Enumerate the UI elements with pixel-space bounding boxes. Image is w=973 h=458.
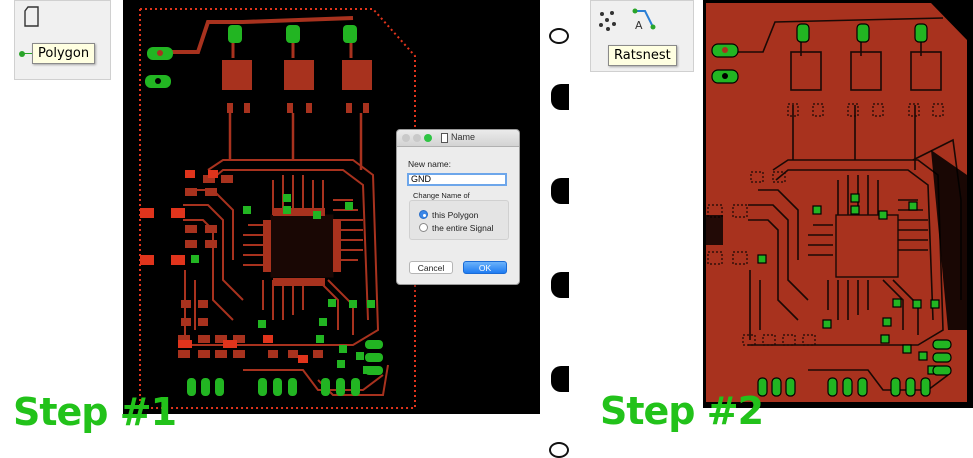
step-1-label: Step #1 xyxy=(13,390,177,434)
radio-this-polygon[interactable] xyxy=(419,210,428,219)
option-entire-signal-label: the entire Signal xyxy=(432,223,494,233)
ok-button[interactable]: OK xyxy=(463,261,507,274)
pcb-board-view-step1[interactable] xyxy=(123,0,540,414)
svg-text:A: A xyxy=(635,19,643,32)
binder-hole xyxy=(549,28,569,44)
cursor-line xyxy=(23,53,37,54)
minimize-window-button[interactable] xyxy=(413,134,421,142)
new-name-label: New name: xyxy=(408,159,451,169)
ratsnest-scatter-icon[interactable] xyxy=(597,9,621,33)
ratsnest-tooltip: Ratsnest xyxy=(608,45,677,66)
pcb-layout-step1 xyxy=(139,8,416,409)
change-name-group-label: Change Name of xyxy=(413,191,470,200)
dialog-title: Name xyxy=(451,132,476,142)
binder-hole xyxy=(549,442,569,458)
radio-entire-signal[interactable] xyxy=(419,223,428,232)
dialog-title-bar[interactable]: Name xyxy=(397,130,519,147)
polygon-tool-panel xyxy=(14,0,111,80)
binder-ring xyxy=(551,272,569,298)
new-name-input[interactable]: GND xyxy=(407,173,507,186)
pcb-board-view-step2[interactable] xyxy=(703,0,973,408)
document-icon xyxy=(441,133,448,143)
change-name-options: this Polygon the entire Signal xyxy=(409,200,509,240)
cancel-button[interactable]: Cancel xyxy=(409,261,453,274)
close-window-button[interactable] xyxy=(402,134,410,142)
polygon-tool-icon[interactable] xyxy=(21,5,43,29)
ratsnest-icon[interactable]: A xyxy=(631,7,657,33)
step-2-label: Step #2 xyxy=(600,389,764,433)
binder-ring xyxy=(551,178,569,204)
cursor-dot-icon xyxy=(19,51,25,57)
name-dialog: Name New name: GND Change Name of this P… xyxy=(396,129,520,285)
pcb-layout-step2 xyxy=(706,3,967,402)
binder-ring xyxy=(551,366,569,392)
zoom-window-button[interactable] xyxy=(424,134,432,142)
option-this-polygon-label: this Polygon xyxy=(432,210,479,220)
binder-ring xyxy=(551,84,569,110)
polygon-tooltip: Polygon xyxy=(32,43,96,64)
